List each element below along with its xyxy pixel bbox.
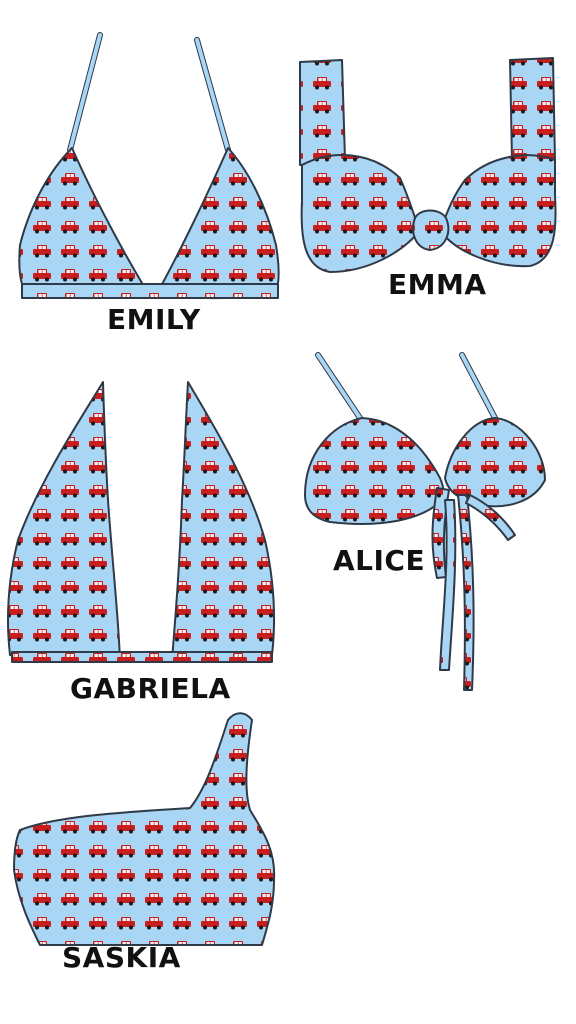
- label-emma: EMMA: [388, 268, 487, 301]
- gabriela-garment: [7, 381, 275, 663]
- emma-garment: [299, 57, 557, 273]
- label-saskia: SASKIA: [62, 941, 181, 974]
- label-emily: EMILY: [107, 303, 201, 336]
- emily-garment: [18, 32, 280, 300]
- alice-garment: [304, 352, 546, 691]
- label-alice: ALICE: [333, 544, 426, 577]
- saskia-garment: [13, 712, 276, 946]
- label-gabriela: GABRIELA: [70, 672, 231, 705]
